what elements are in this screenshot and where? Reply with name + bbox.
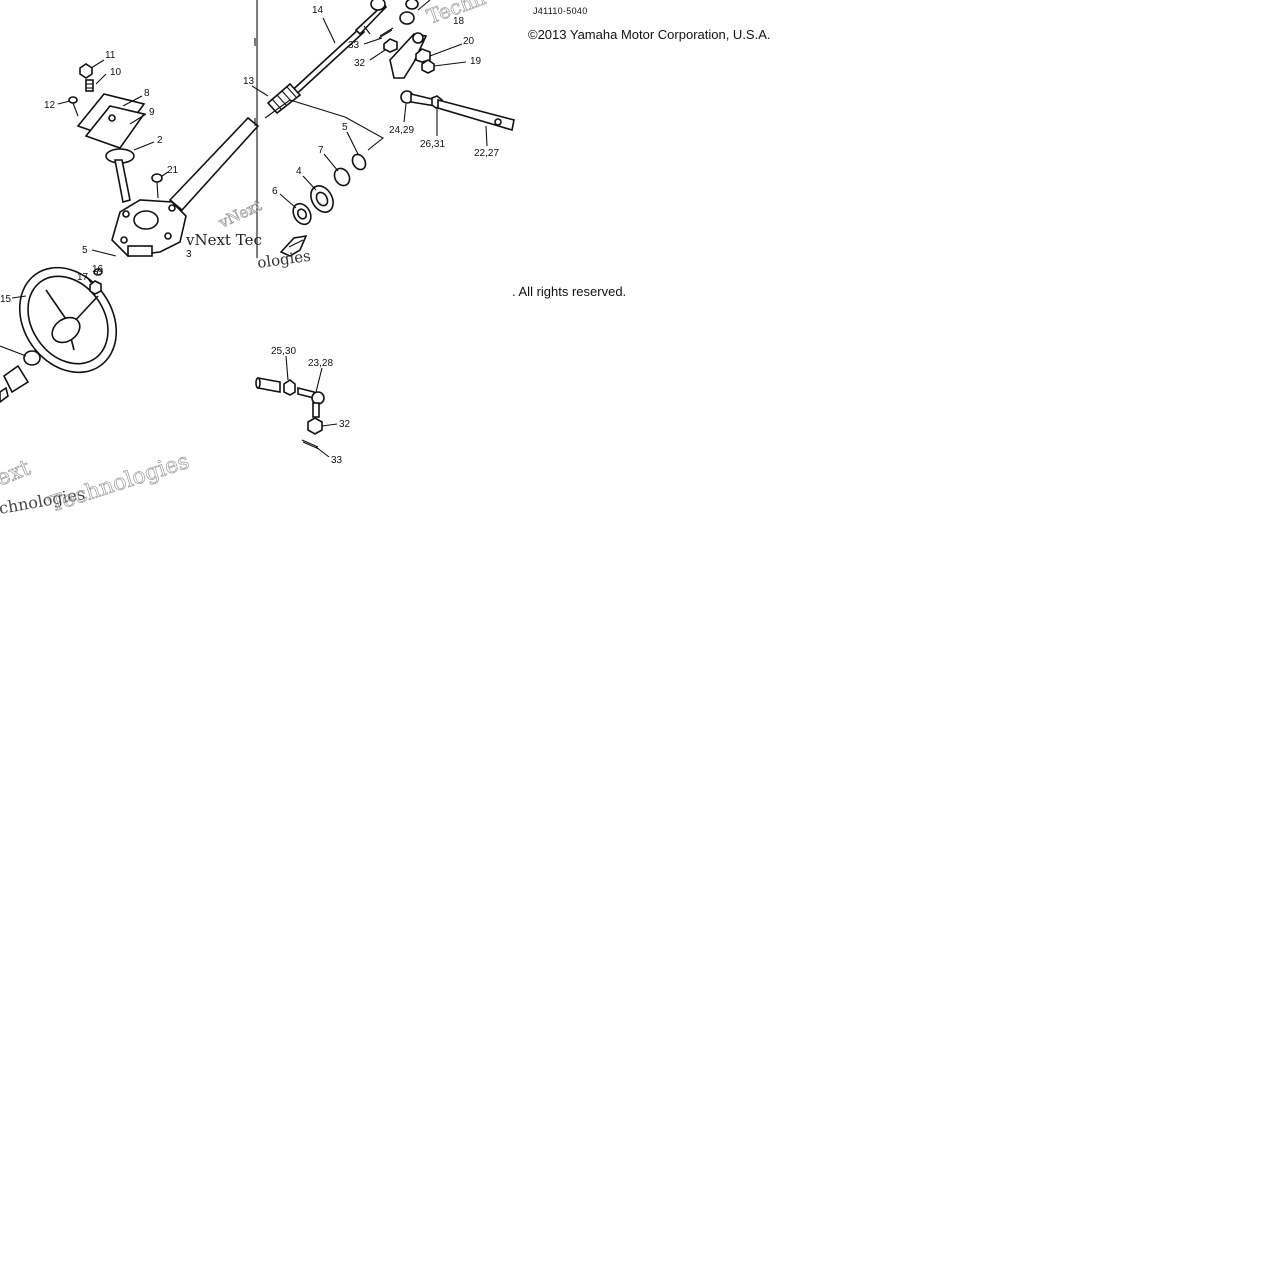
callout-26-31: 26,31 — [420, 139, 445, 150]
steering-wheel-tile — [0, 266, 118, 403]
watermark-ologies: ologies — [256, 247, 312, 272]
assembly-bracket-right — [344, 116, 384, 151]
copyright-notice: ©2013 Yamaha Motor Corporation, U.S.A. — [528, 27, 771, 42]
callout-13: 13 — [243, 76, 255, 87]
callout-14: 14 — [312, 5, 324, 16]
callout-24-29: 24,29 — [389, 125, 414, 136]
top-nuts — [370, 0, 419, 25]
callout-33-detail: 33 — [331, 455, 343, 466]
callout-5-gearbox: 5 — [82, 245, 88, 256]
watermark-short: vNext Tec — [185, 231, 262, 249]
callout-15: 15 — [0, 294, 12, 305]
steering-wheel — [18, 266, 118, 374]
detail-tie-rod — [255, 377, 281, 393]
tie-rod-end — [400, 90, 437, 107]
top-tile — [57, 0, 515, 258]
callout-4: 4 — [296, 166, 302, 177]
callout-2: 2 — [157, 135, 163, 146]
bearing-washer — [333, 167, 351, 187]
front-arrow-icon — [279, 234, 308, 257]
top-leader-lines — [57, 0, 488, 257]
callout-21: 21 — [167, 165, 179, 176]
callout-18: 18 — [453, 16, 465, 27]
worm-bearing — [310, 185, 334, 213]
tie-rod — [437, 98, 515, 132]
callout-11: 11 — [105, 50, 116, 61]
callout-12: 12 — [44, 100, 56, 111]
diagram-part-code: J41110-5040 — [533, 6, 588, 16]
column-bushing — [0, 350, 41, 403]
callout-10: 10 — [110, 67, 122, 78]
callout-19: 19 — [470, 56, 482, 67]
wheel-nut — [89, 280, 102, 295]
callout-23-28: 23,28 — [308, 358, 333, 369]
callout-9: 9 — [149, 107, 155, 118]
washer-20 — [415, 48, 431, 63]
bearing-race — [351, 153, 367, 171]
callout-32-detail: 32 — [339, 419, 351, 430]
callout-32-top: 32 — [354, 58, 366, 69]
callout-6: 6 — [272, 186, 278, 197]
tie-rod-detail-tile — [255, 355, 338, 458]
detail-castle-nut — [307, 417, 323, 435]
cotter-pin-33-top — [378, 27, 394, 39]
steering-shaft — [284, 2, 388, 102]
callout-25-30: 25,30 — [271, 346, 296, 357]
callout-17: 17 — [77, 272, 89, 283]
watermark-line2: Technologies — [46, 449, 192, 518]
callout-8: 8 — [144, 88, 150, 99]
nut-19 — [421, 59, 435, 74]
watermark-ext: ext — [0, 455, 34, 491]
callout-33-top: 33 — [348, 40, 360, 51]
callout-20: 20 — [463, 36, 475, 47]
callout-7: 7 — [318, 145, 324, 156]
oil-seal — [292, 202, 312, 226]
rights-reserved-notice: . All rights reserved. — [512, 284, 627, 299]
adjuster-screw — [85, 79, 94, 92]
cover-bolt — [68, 96, 79, 117]
callout-labels: 11 10 12 8 9 2 21 5 3 14 13 33 32 18 20 … — [0, 5, 499, 466]
callout-5-bearing: 5 — [342, 122, 348, 133]
detail-tie-rod-end — [297, 386, 325, 418]
callout-3: 3 — [186, 249, 192, 260]
gearbox-housing — [111, 199, 187, 257]
assembly-bracket — [264, 99, 346, 119]
mounting-bolt — [151, 173, 163, 199]
detail-locknut — [283, 379, 296, 396]
callout-22-27: 22,27 — [474, 148, 499, 159]
bellows-boot — [266, 82, 302, 115]
nut-32-top — [383, 38, 398, 53]
gearbox-cover — [76, 93, 146, 149]
steering-column-tube — [168, 116, 260, 212]
detail-leader-lines — [285, 355, 338, 458]
lock-nut — [79, 63, 93, 79]
pitman-arm — [389, 32, 428, 79]
wheel-leader-lines — [0, 269, 99, 357]
pitman-shaft — [105, 148, 135, 204]
callout-16: 16 — [92, 264, 104, 275]
